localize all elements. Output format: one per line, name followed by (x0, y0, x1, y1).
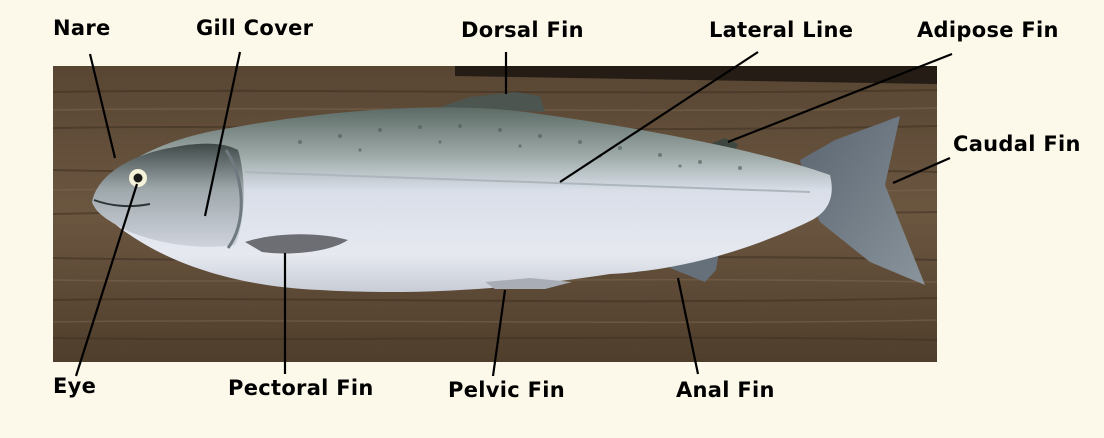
eye-shape (129, 169, 147, 187)
label-pectoral-fin: Pectoral Fin (228, 376, 374, 400)
label-gill-cover: Gill Cover (196, 16, 313, 40)
label-eye: Eye (53, 374, 96, 398)
label-caudal-fin: Caudal Fin (953, 132, 1081, 156)
label-pelvic-fin: Pelvic Fin (448, 378, 565, 402)
label-nare: Nare (53, 16, 111, 40)
label-adipose-fin: Adipose Fin (917, 18, 1059, 42)
label-lateral-line: Lateral Line (709, 18, 853, 42)
label-dorsal-fin: Dorsal Fin (461, 18, 584, 42)
label-anal-fin: Anal Fin (676, 378, 775, 402)
